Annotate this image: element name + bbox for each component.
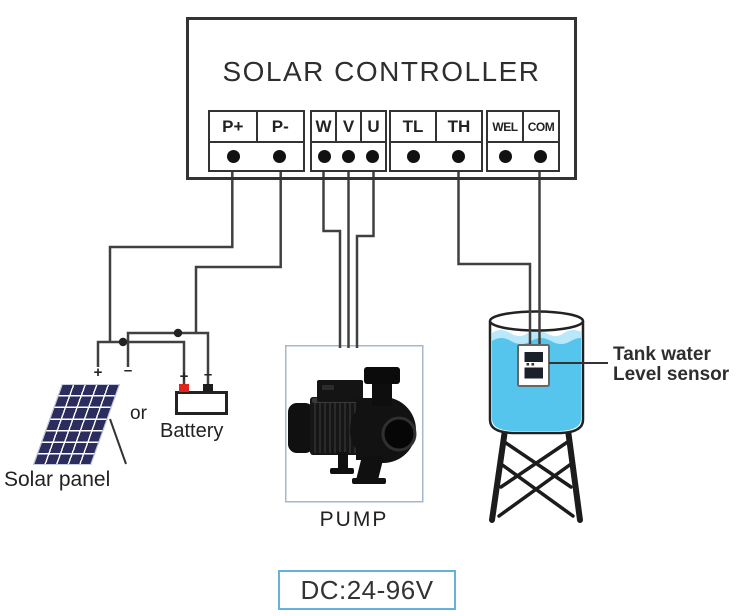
terminal-dot-th bbox=[452, 150, 465, 163]
water-level-sensor-icon bbox=[517, 344, 550, 387]
wires bbox=[96, 158, 541, 390]
terminal-dots bbox=[210, 141, 303, 170]
terminal-group-motor: W V U bbox=[310, 110, 387, 172]
pump-illustration bbox=[288, 367, 417, 484]
solar-panel-leg bbox=[109, 418, 127, 465]
solar-panel-label: Solar panel bbox=[4, 468, 111, 491]
solar-minus-mark: – bbox=[123, 362, 133, 379]
terminal-label-u: U bbox=[367, 116, 380, 136]
terminal-dot-tl bbox=[407, 150, 420, 163]
wire-u bbox=[355, 158, 375, 348]
or-label: or bbox=[130, 403, 147, 424]
terminal-dot-v bbox=[341, 150, 355, 163]
terminal-dots bbox=[391, 141, 481, 170]
terminal-labels: TL TH bbox=[391, 112, 481, 141]
terminal-dot-p-minus bbox=[273, 150, 287, 163]
pump-box bbox=[285, 345, 424, 503]
solar-plus-mark: + bbox=[93, 364, 103, 381]
terminal-dot-wel bbox=[499, 150, 512, 163]
terminal-group-tank: TL TH bbox=[389, 110, 483, 172]
battery-minus-mark: – bbox=[203, 366, 213, 383]
terminal-dot-p-plus bbox=[226, 150, 240, 163]
sensor-label-line2: Level sensor bbox=[613, 364, 730, 385]
tank-stand bbox=[489, 427, 583, 523]
battery-illustration bbox=[175, 391, 228, 415]
terminal-label-p-minus: P- bbox=[271, 116, 289, 136]
terminal-dots bbox=[488, 141, 558, 170]
battery-label: Battery bbox=[160, 420, 224, 442]
junction-dot-positive bbox=[118, 337, 128, 347]
wire-p-plus bbox=[108, 158, 234, 342]
wire-positive-bus bbox=[96, 340, 186, 390]
terminal-dot-com bbox=[534, 150, 547, 163]
terminal-group-power: P+ P- bbox=[208, 110, 305, 172]
solar-controller-box: SOLAR CONTROLLER bbox=[186, 17, 577, 180]
terminal-group-well: WEL COM bbox=[486, 110, 560, 172]
terminal-label-wel: WEL bbox=[488, 112, 524, 141]
controller-title: SOLAR CONTROLLER bbox=[222, 56, 541, 87]
terminal-label-w: W bbox=[312, 112, 337, 141]
tank-rim bbox=[488, 310, 585, 332]
sensor-label-line1: Tank water bbox=[613, 344, 711, 365]
battery-plus-mark: + bbox=[179, 368, 189, 385]
terminal-labels: P+ P- bbox=[210, 112, 303, 141]
voltage-badge: DC:24-96V bbox=[278, 570, 456, 610]
wire-negative-bus bbox=[126, 331, 210, 390]
wire-w bbox=[322, 158, 342, 348]
terminal-label-v: V bbox=[337, 112, 362, 141]
junction-dot-negative bbox=[173, 328, 183, 338]
terminal-dot-w bbox=[317, 150, 331, 163]
battery-negative-terminal bbox=[203, 384, 213, 392]
terminal-label-tl: TL bbox=[391, 112, 437, 141]
terminal-label-com: COM bbox=[527, 119, 555, 134]
terminal-label-th: TH bbox=[447, 116, 471, 136]
battery-positive-terminal bbox=[179, 384, 189, 392]
wire-th bbox=[457, 158, 532, 346]
terminal-dots bbox=[312, 141, 385, 170]
terminal-labels: WEL COM bbox=[488, 112, 558, 141]
terminal-labels: W V U bbox=[312, 112, 385, 141]
terminal-dot-u bbox=[366, 150, 380, 163]
pump-label: PUMP bbox=[319, 508, 389, 531]
wire-p-minus bbox=[194, 158, 282, 333]
terminal-label-p-plus: P+ bbox=[210, 112, 258, 141]
